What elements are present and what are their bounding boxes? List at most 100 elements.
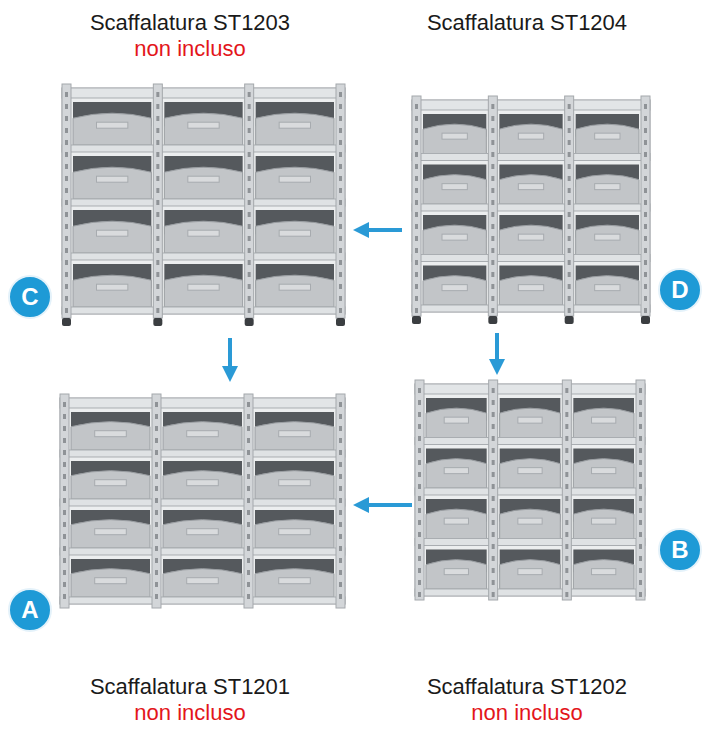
shelving-a — [60, 394, 345, 608]
label-slot — [595, 184, 620, 190]
upright-hole — [155, 438, 158, 443]
upright-hole — [492, 520, 495, 525]
upright-hole — [568, 116, 571, 121]
upright-hole — [339, 570, 342, 575]
label-slot — [279, 176, 310, 182]
bin-front — [255, 471, 334, 499]
caster — [336, 318, 345, 326]
upright-hole — [568, 152, 571, 157]
upright-hole — [339, 152, 342, 157]
upright-hole — [565, 484, 568, 489]
upright-hole — [247, 414, 250, 419]
upright-hole — [156, 236, 159, 241]
upright-hole — [415, 164, 418, 169]
upright-hole — [418, 436, 421, 441]
upright-hole — [492, 556, 495, 561]
upright-hole — [565, 556, 568, 561]
upright-hole — [492, 400, 495, 405]
upright-hole — [339, 426, 342, 431]
upright-hole — [492, 568, 495, 573]
upright-hole — [339, 284, 342, 289]
upright-hole — [156, 176, 159, 181]
label-slot — [444, 468, 468, 474]
upright-hole — [248, 260, 251, 265]
shelf-plank — [62, 199, 345, 206]
upright-hole — [63, 402, 66, 407]
letter-badge: D — [658, 268, 702, 312]
upright-hole — [639, 568, 642, 573]
upright-hole — [155, 450, 158, 455]
upright-hole — [568, 260, 571, 265]
upright-hole — [339, 224, 342, 229]
upright-hole — [247, 594, 250, 599]
availability-note: non incluso — [407, 700, 647, 726]
upright — [336, 84, 345, 318]
upright-hole — [415, 236, 418, 241]
label-slot — [188, 284, 219, 290]
bin-front — [256, 167, 334, 199]
letter-badge: A — [8, 588, 52, 632]
label-slot — [95, 431, 127, 437]
upright-hole — [418, 496, 421, 501]
upright-hole — [339, 188, 342, 193]
bin-front — [73, 221, 151, 253]
label-slot — [279, 230, 310, 236]
upright-hole — [644, 104, 647, 109]
back-panel — [412, 100, 650, 312]
label-slot — [518, 518, 542, 524]
bin-front — [500, 459, 561, 488]
badge-letter: A — [21, 598, 38, 622]
shelving-d — [412, 96, 650, 324]
upright-hole — [65, 212, 68, 217]
upright-hole — [247, 582, 250, 587]
label-slot — [279, 529, 311, 535]
flow-arrow — [228, 338, 232, 366]
upright — [565, 96, 574, 316]
upright-hole — [156, 140, 159, 145]
bin-front — [423, 276, 486, 305]
shelf-plank — [60, 450, 345, 457]
upright-hole — [339, 450, 342, 455]
bin-front — [163, 471, 242, 499]
upright-hole — [247, 534, 250, 539]
upright-hole — [639, 556, 642, 561]
bin-front — [163, 422, 242, 450]
upright-hole — [339, 486, 342, 491]
upright-hole — [247, 438, 250, 443]
upright-hole — [491, 260, 494, 265]
upright-hole — [248, 140, 251, 145]
upright-hole — [639, 424, 642, 429]
upright-hole — [339, 128, 342, 133]
upright-hole — [156, 248, 159, 253]
shelving-unit: Scaffalatura ST1202non inclusoB — [415, 378, 707, 728]
bin-front — [573, 408, 634, 437]
label-slot — [592, 518, 616, 524]
upright — [636, 380, 645, 600]
bin-front — [73, 167, 151, 199]
upright-hole — [418, 424, 421, 429]
upright-hole — [568, 308, 571, 313]
upright-hole — [492, 472, 495, 477]
label-slot — [518, 184, 543, 190]
upright-hole — [63, 582, 66, 587]
upright-hole — [65, 260, 68, 265]
upright-hole — [492, 484, 495, 489]
label-slot — [187, 578, 219, 584]
label-slot — [442, 285, 467, 291]
availability-note: non incluso — [70, 36, 310, 62]
shelving-unit: Scaffalatura ST1201non inclusoA — [8, 385, 350, 728]
upright-hole — [639, 388, 642, 393]
bin-front — [163, 520, 242, 548]
label-slot — [518, 468, 542, 474]
upright-hole — [415, 116, 418, 121]
bin-front — [499, 276, 562, 305]
upright-hole — [339, 308, 342, 313]
shelf-plank — [415, 438, 645, 445]
label-slot — [97, 176, 128, 182]
upright-hole — [339, 558, 342, 563]
upright-hole — [418, 412, 421, 417]
upright-hole — [644, 224, 647, 229]
upright-hole — [492, 424, 495, 429]
upright — [489, 380, 498, 600]
upright-hole — [492, 592, 495, 597]
